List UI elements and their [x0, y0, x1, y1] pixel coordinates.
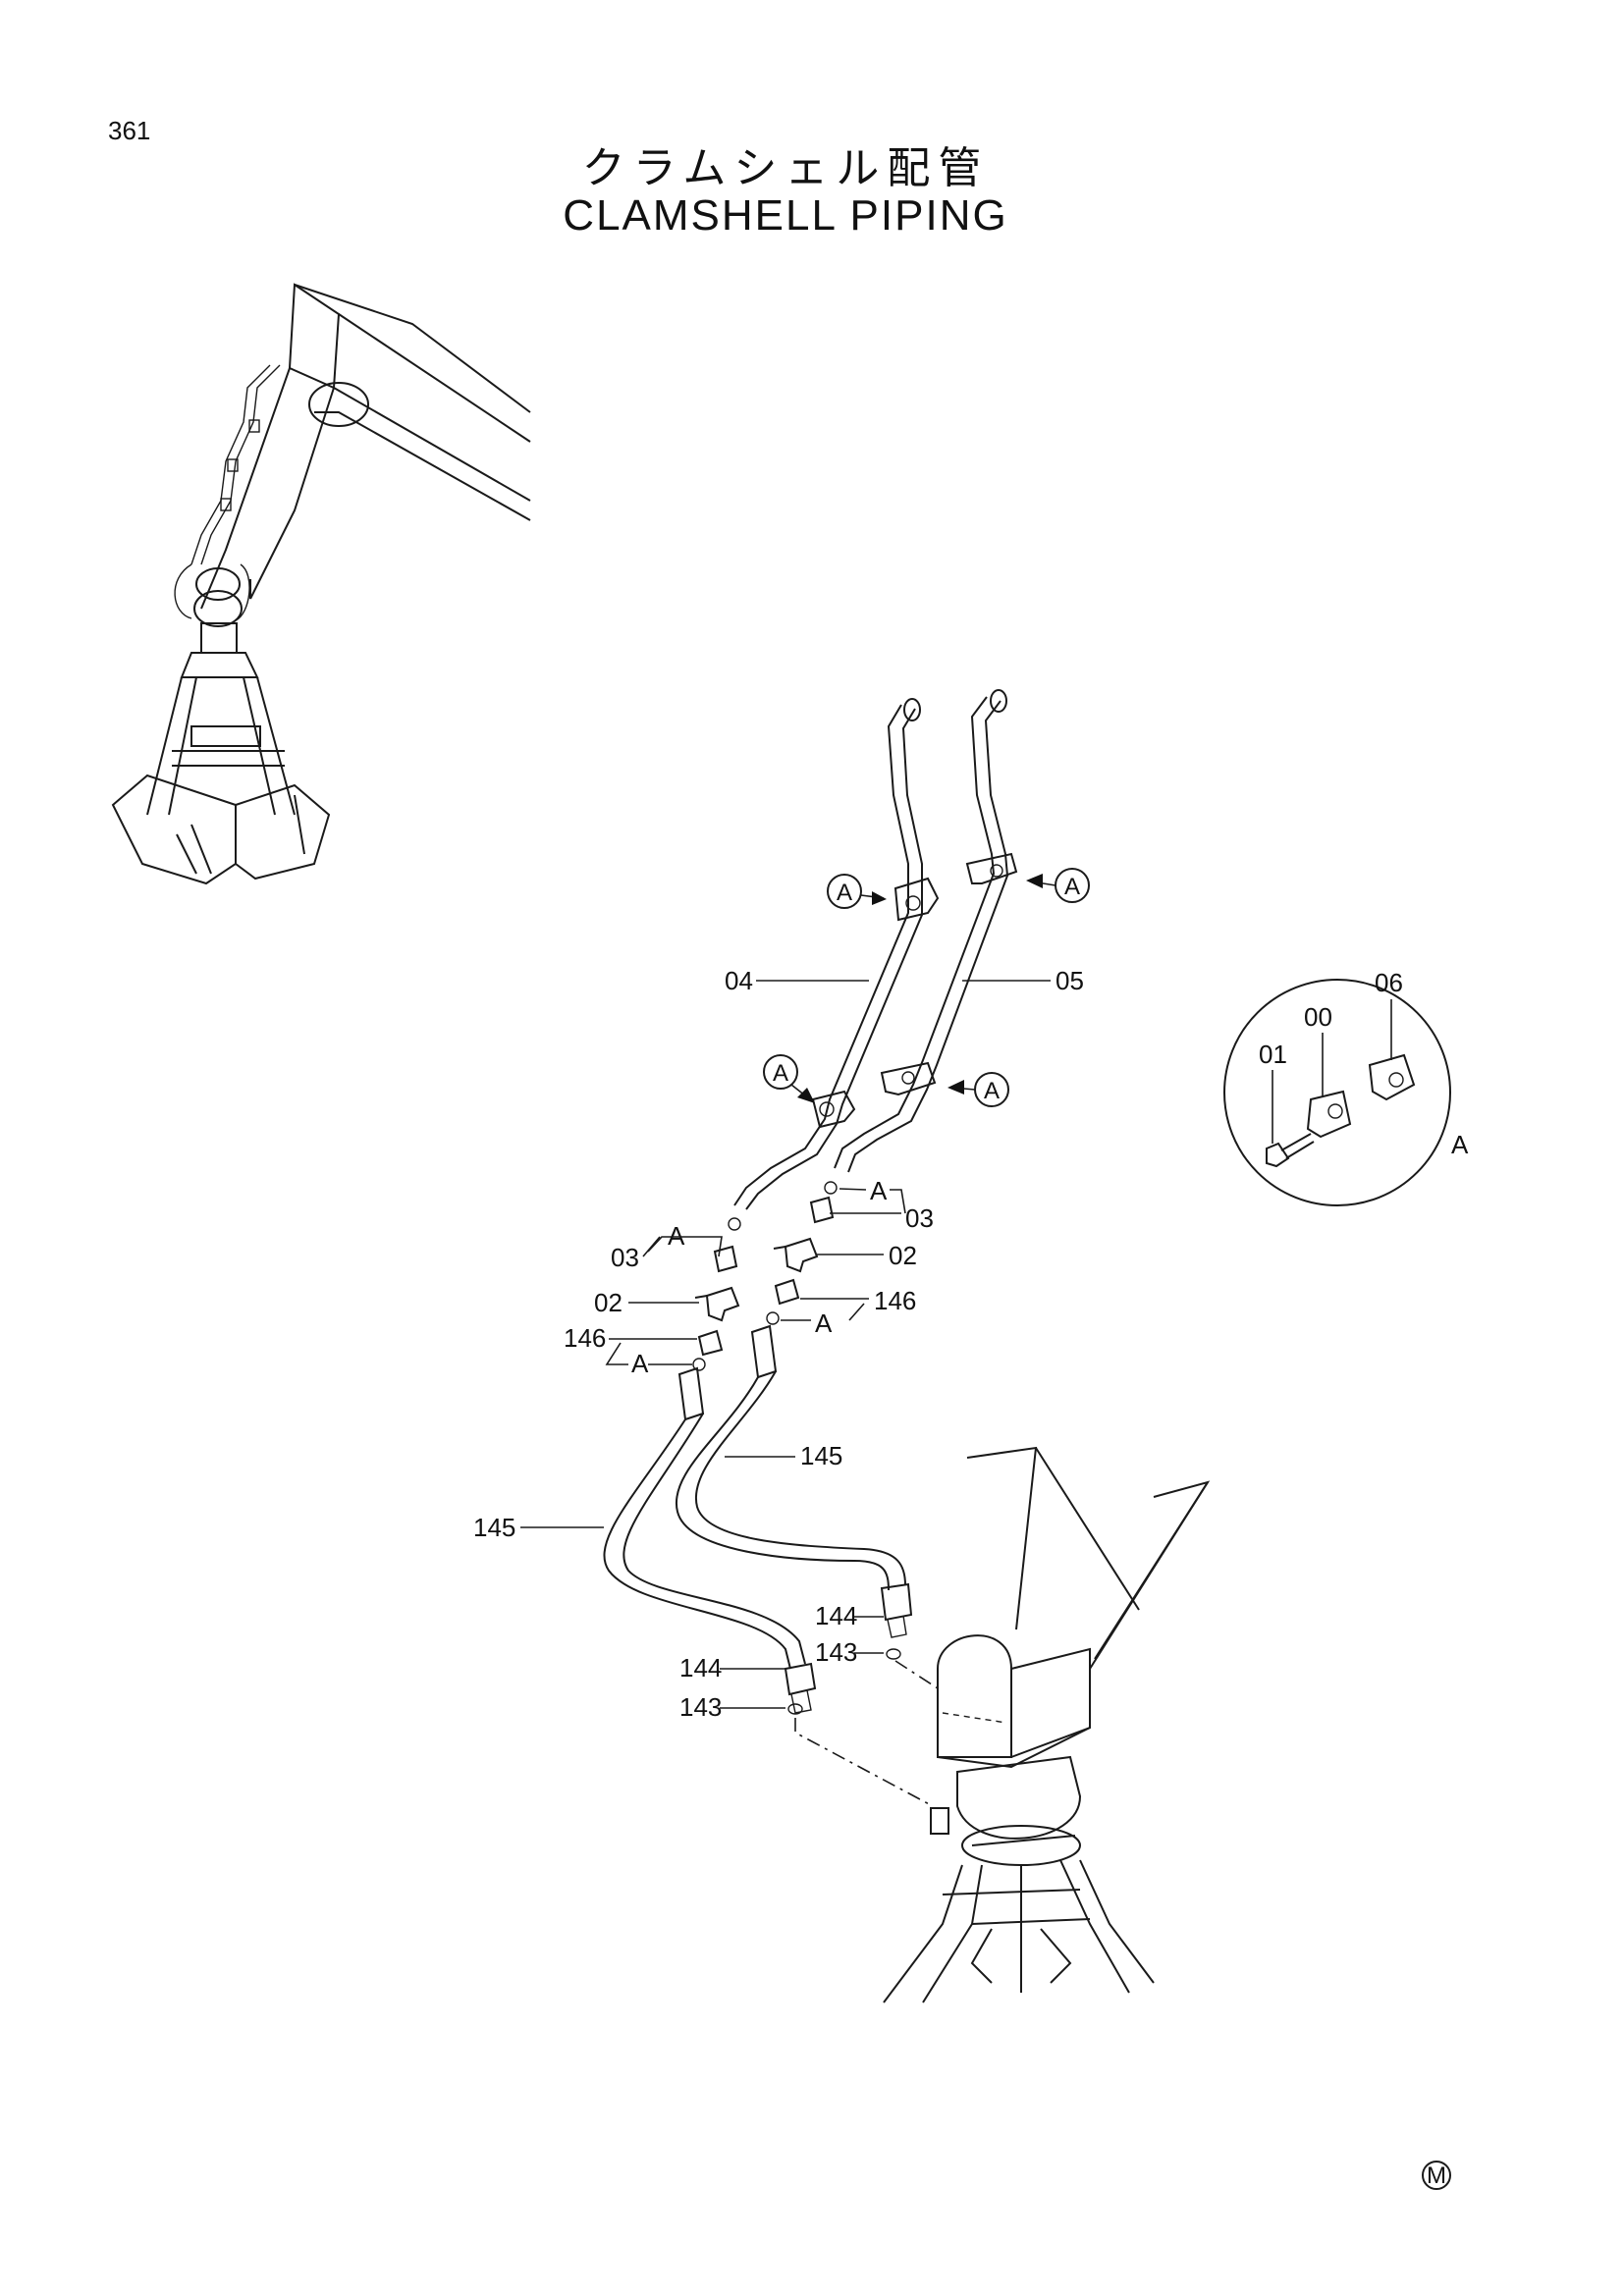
page-title: CLAMSHELL PIPING [563, 191, 1008, 240]
label-02-right: 02 [817, 1241, 917, 1270]
svg-text:A: A [1064, 874, 1080, 900]
callout-a-upper-left: A [827, 874, 887, 909]
svg-text:A: A [1451, 1130, 1469, 1159]
svg-text:A: A [984, 1078, 1000, 1104]
label-144-right: 144 [815, 1601, 884, 1630]
pipe-05 [834, 689, 1009, 1173]
overview-machine-illustration [111, 283, 531, 885]
label-145-left: 145 [473, 1513, 604, 1542]
left-fitting-stack [677, 1217, 741, 1421]
svg-text:143: 143 [815, 1637, 857, 1667]
svg-text:03: 03 [611, 1243, 639, 1272]
label-146-left: 146 A [564, 1323, 697, 1378]
svg-text:146: 146 [564, 1323, 606, 1353]
callout-a-lower-right: A [947, 1072, 1009, 1107]
label-144-left: 144 [679, 1653, 785, 1682]
right-fitting-stack [750, 1181, 838, 1379]
svg-text:00: 00 [1304, 1002, 1332, 1032]
svg-text:144: 144 [815, 1601, 857, 1630]
page-number: 361 [108, 116, 151, 145]
a-bracket-right-upper: A 03 [830, 1176, 934, 1233]
svg-text:A: A [837, 880, 852, 906]
svg-text:M: M [1427, 2163, 1446, 2189]
callout-a-lower-left: A [763, 1054, 815, 1103]
svg-text:01: 01 [1259, 1040, 1287, 1069]
svg-text:02: 02 [889, 1241, 917, 1270]
hose-145-right [675, 1370, 913, 1638]
svg-text:145: 145 [800, 1441, 842, 1470]
detail-view-a: A 01 00 06 [1223, 968, 1469, 1206]
svg-text:A: A [631, 1349, 649, 1378]
svg-text:04: 04 [725, 966, 753, 995]
pipe-clamps [811, 852, 1018, 1129]
label-143-right: 143 [815, 1637, 901, 1667]
svg-text:A: A [773, 1060, 788, 1087]
svg-text:05: 05 [1056, 966, 1084, 995]
label-04: 04 [725, 966, 869, 995]
label-05: 05 [962, 966, 1084, 995]
footer-m-mark: M [1422, 2161, 1451, 2190]
pipe-04 [733, 698, 923, 1210]
svg-text:02: 02 [594, 1288, 623, 1317]
page-title-japanese: クラムシェル配管 [581, 143, 990, 193]
svg-text:146: 146 [874, 1286, 916, 1315]
svg-text:143: 143 [679, 1692, 722, 1722]
label-146-right: 146 A [781, 1286, 916, 1338]
svg-text:06: 06 [1375, 968, 1403, 997]
callout-a-upper-right: A [1026, 868, 1090, 903]
svg-text:03: 03 [905, 1203, 934, 1233]
svg-text:A: A [815, 1308, 833, 1338]
a-bracket-left-upper: A 03 [611, 1221, 723, 1272]
label-143-left: 143 [679, 1692, 803, 1722]
label-02-left: 02 [594, 1288, 699, 1317]
svg-text:A: A [668, 1221, 685, 1251]
rotator-assembly-illustration [883, 1446, 1211, 2003]
svg-text:A: A [870, 1176, 888, 1205]
svg-text:144: 144 [679, 1653, 722, 1682]
svg-text:145: 145 [473, 1513, 515, 1542]
label-145-right: 145 [725, 1441, 842, 1470]
